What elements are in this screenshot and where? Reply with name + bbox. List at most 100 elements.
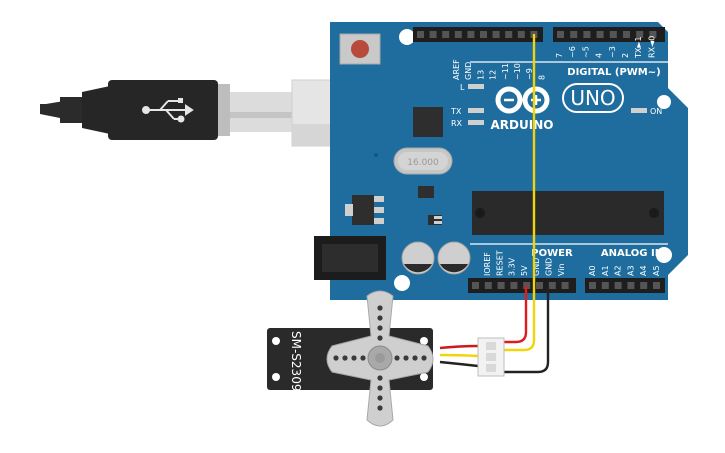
header-pin: [417, 31, 424, 38]
horn-hole: [377, 385, 383, 391]
pin-label: ~10: [513, 63, 522, 80]
pin-label: Vin: [557, 263, 566, 276]
header-pin: [536, 282, 543, 289]
header-pin: [497, 282, 505, 289]
pin-label: GND: [532, 258, 541, 276]
header-pin: [627, 282, 635, 289]
pin-label: ~11: [501, 63, 510, 80]
capacitor-1: [401, 241, 435, 275]
led-l: L: [460, 83, 484, 92]
header-pin: [472, 282, 479, 289]
arduino-logo-symbols: [504, 95, 541, 105]
horn-hole: [421, 355, 427, 361]
pin-label: AREF: [452, 59, 461, 80]
pin-label: ~6: [568, 46, 577, 58]
pin-label: 7: [555, 53, 564, 58]
svg-text:L: L: [460, 83, 465, 92]
pin-label: 13: [476, 70, 485, 80]
pin-label: 4: [595, 53, 604, 58]
digital-header-right: [553, 27, 665, 42]
signal-wire: [500, 33, 536, 352]
arduino-logo-icon: [495, 86, 550, 114]
horn-hole: [394, 355, 400, 361]
svg-text:TX: TX: [450, 107, 462, 116]
reset-button[interactable]: [339, 33, 381, 65]
header-pin: [570, 31, 578, 38]
header-pin: [467, 31, 475, 38]
header-pin: [492, 31, 500, 38]
header-pin: [596, 31, 604, 38]
horn-hole: [342, 355, 348, 361]
header-pin: [505, 31, 513, 38]
header-pin: [510, 282, 518, 289]
pin-label: ~3: [608, 46, 617, 58]
atmega-chip: [472, 191, 664, 235]
svg-text:RX: RX: [451, 119, 463, 128]
usb-icon: [142, 98, 194, 123]
pin-label: GND: [464, 62, 473, 80]
small-chip: [418, 186, 442, 225]
header-pin: [429, 31, 437, 38]
servo-connector: [439, 337, 505, 377]
voltage-regulator: [345, 195, 384, 225]
wires: [500, 33, 550, 374]
pin-label: GND: [545, 258, 554, 276]
header-pin: [557, 31, 564, 38]
horn-hole: [377, 335, 383, 341]
header-pin: [636, 31, 644, 38]
header-pin: [480, 31, 487, 38]
servo-label: SM-S2309S: [289, 331, 303, 399]
pin-label: A4: [639, 265, 648, 276]
pin-label: ~5: [581, 46, 590, 58]
header-pin: [601, 282, 609, 289]
analog-header-label: ANALOG IN: [601, 248, 663, 259]
horn-hole: [377, 405, 383, 411]
svg-text:16.000: 16.000: [407, 158, 439, 168]
header-pin: [548, 282, 556, 289]
horn-hole: [377, 375, 383, 381]
pin-label: 8: [537, 75, 546, 80]
led-tx: TX: [450, 107, 484, 116]
usb-chip: [413, 107, 443, 137]
pin-label: 5V: [520, 265, 529, 276]
power-header-label: POWER: [531, 248, 573, 259]
pin-label: TX►1: [634, 36, 643, 59]
header-pin: [454, 31, 462, 38]
header-pin: [517, 31, 525, 38]
header-pin: [649, 31, 657, 38]
horn-hole: [377, 315, 383, 321]
pin-label: 3.3V: [508, 257, 517, 276]
power-wire: [500, 285, 528, 344]
digital-header-label: DIGITAL (PWM~): [567, 67, 660, 78]
header-pin: [561, 282, 569, 289]
brand-label: ARDUINO: [491, 118, 554, 132]
pin-label: RESET: [495, 250, 504, 276]
digital-header-left: [413, 27, 543, 42]
horn-hole: [333, 355, 339, 361]
ground-wire: [500, 285, 550, 374]
uno-badge: UNO: [562, 83, 624, 113]
horn-hole: [360, 355, 366, 361]
capacitor-2: [437, 241, 471, 275]
led-on: ON: [631, 107, 662, 116]
crystal-oscillator: 16.000: [393, 147, 453, 175]
header-pin: [623, 31, 630, 38]
power-jack: [314, 236, 386, 280]
pin-label: A3: [626, 265, 635, 276]
horn-hole: [412, 355, 418, 361]
servo-horn: [326, 290, 434, 427]
horn-hole: [403, 355, 409, 361]
header-pin: [484, 282, 492, 289]
svg-text:UNO: UNO: [570, 86, 615, 110]
svg-text:ON: ON: [650, 107, 662, 116]
horn-hole: [377, 305, 383, 311]
horn-hole: [377, 325, 383, 331]
horn-hole: [351, 355, 357, 361]
pin-label: A1: [601, 265, 610, 276]
horn-hole: [377, 395, 383, 401]
pin-label: A0: [588, 265, 597, 276]
